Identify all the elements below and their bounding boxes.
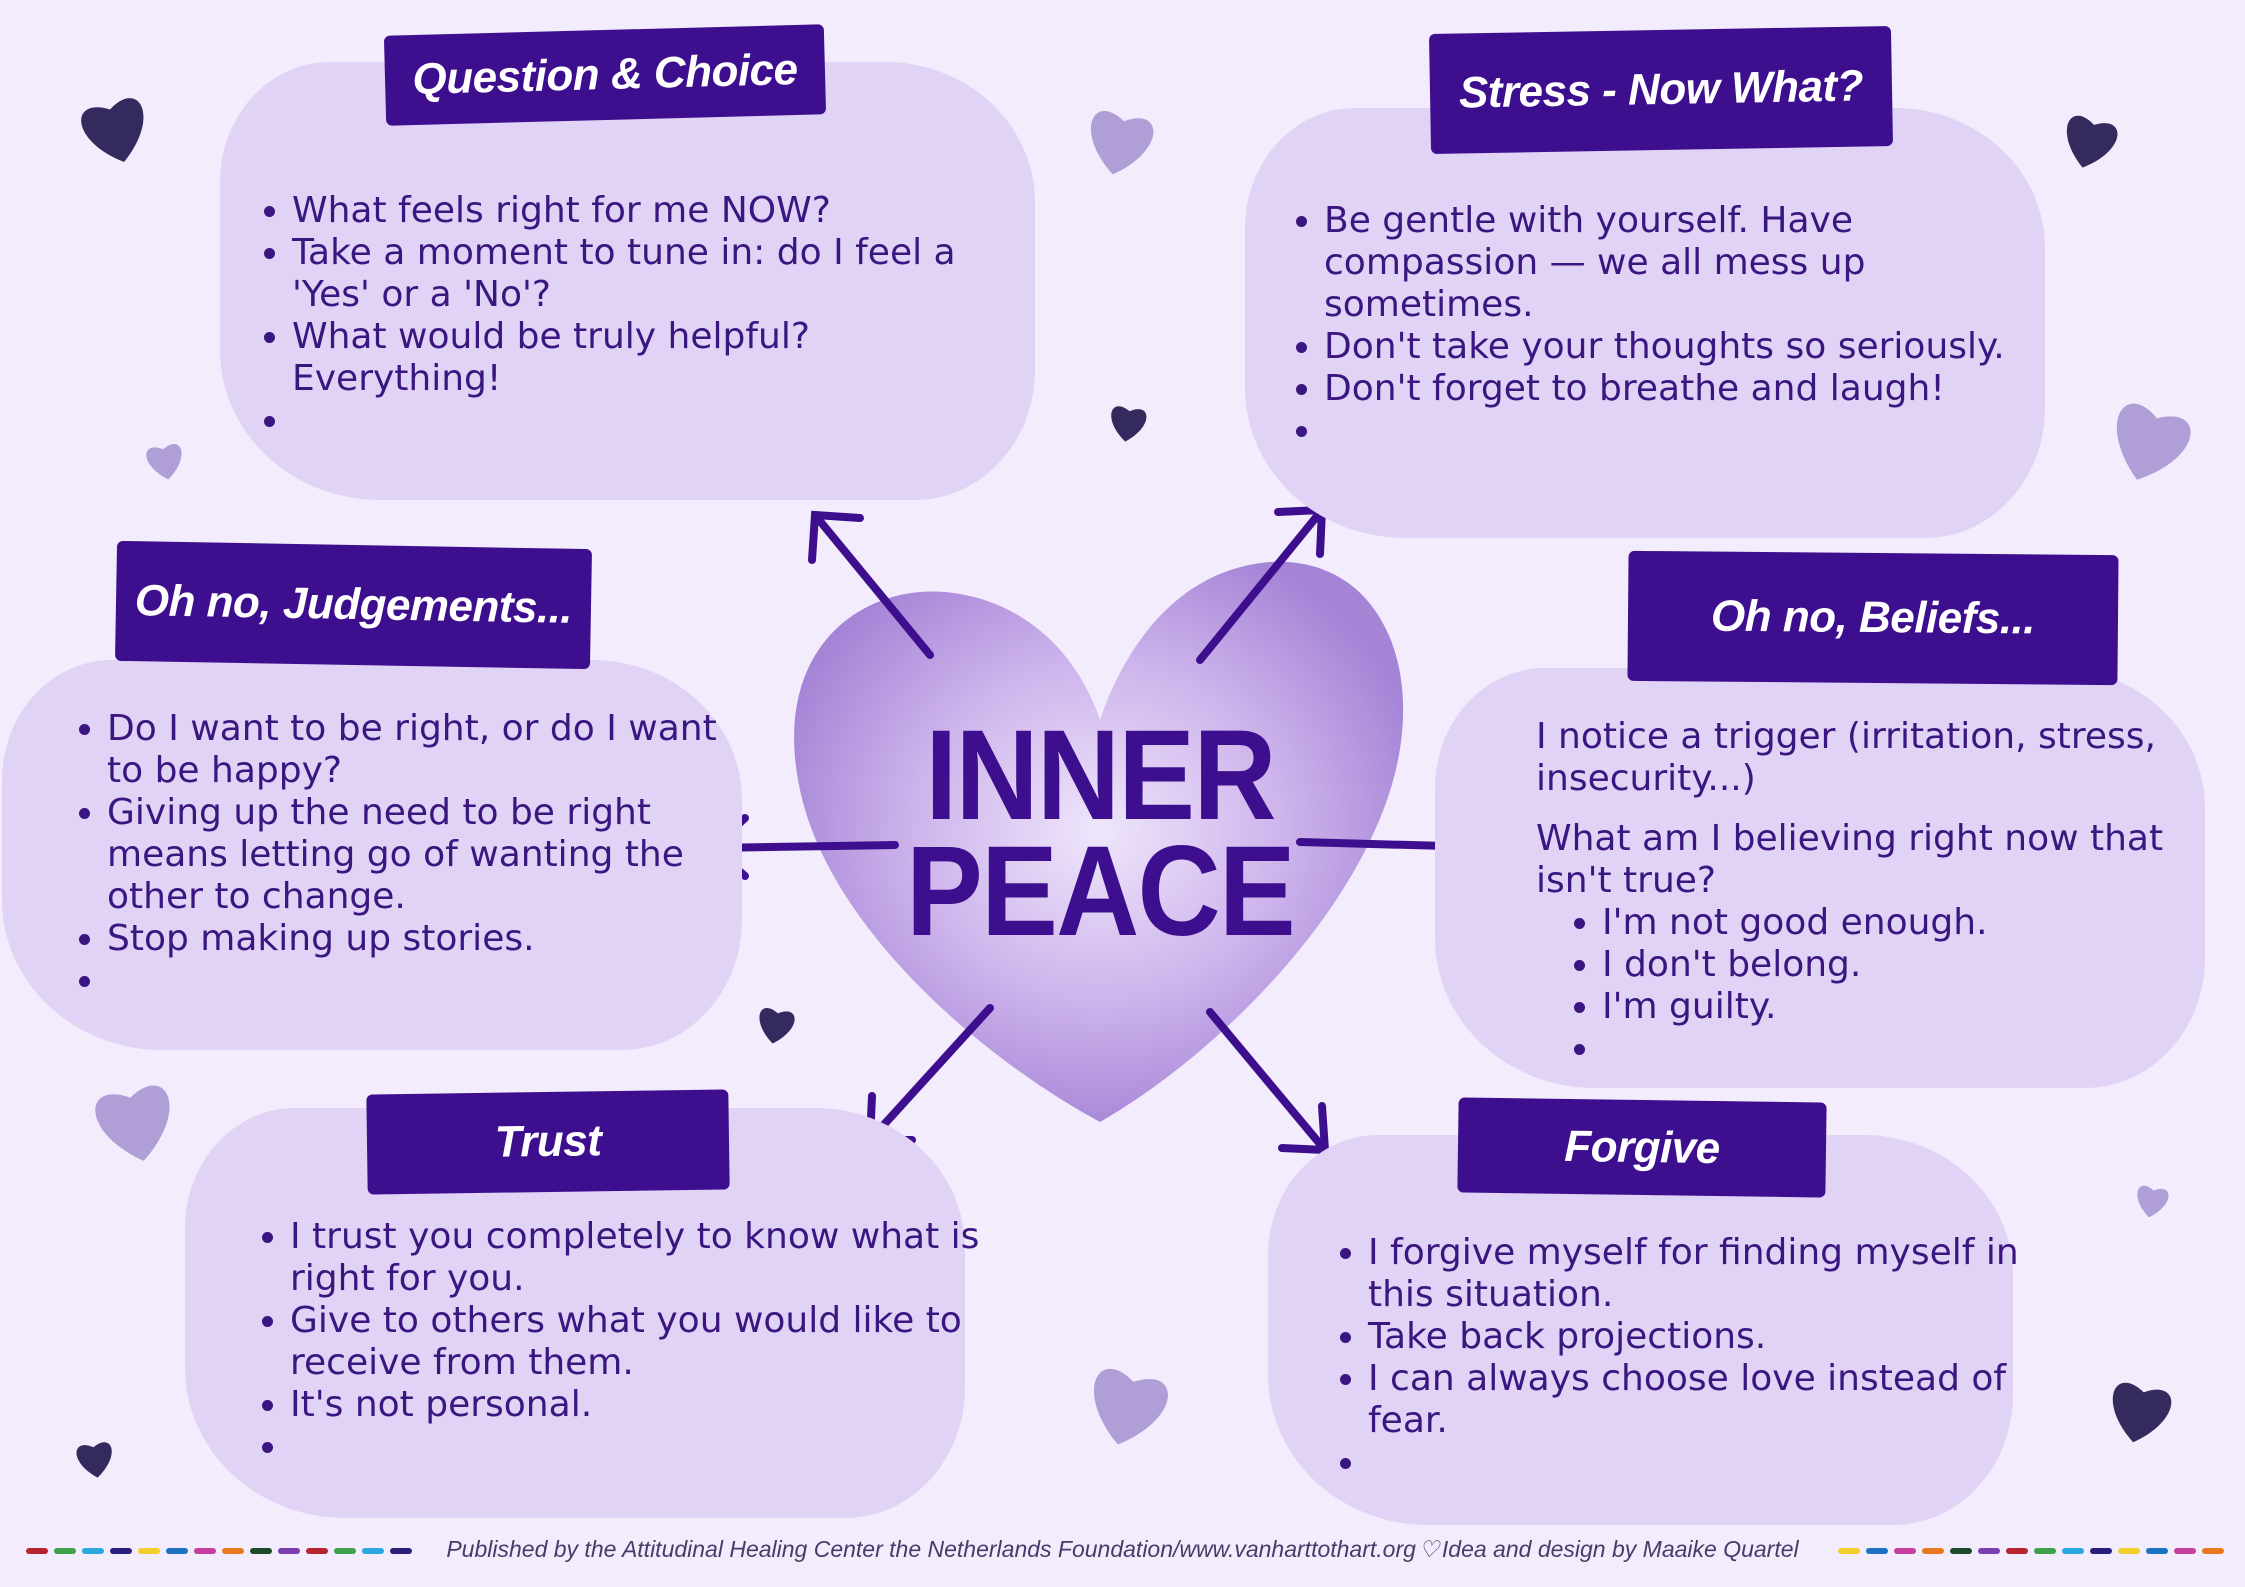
card-list: Do I want to be right, or do I want to b…: [75, 708, 717, 1002]
heart-icon: [81, 98, 144, 163]
footer: Published by the Attitudinal Healing Cen…: [0, 1536, 2245, 1563]
arrow-icon: [865, 1004, 994, 1144]
list-item: Stop making up stories.: [107, 918, 717, 960]
center-heart-icon: [794, 561, 1404, 1122]
color-dash: [1866, 1548, 1888, 1554]
list-item: Take back projections.: [1368, 1316, 2028, 1358]
heart-icon: [76, 1442, 112, 1478]
color-dash: [166, 1548, 188, 1554]
color-dash: [306, 1548, 328, 1554]
card-title: Oh no, Judgements...: [114, 540, 593, 670]
list-item: Giving up the need to be right means let…: [107, 792, 717, 918]
card-list: I forgive myself for finding myself in t…: [1336, 1232, 2028, 1484]
card-body: [220, 62, 1035, 500]
center-title-line1: INNER: [925, 704, 1276, 847]
heart-icon: [2112, 1382, 2172, 1443]
color-dash: [2174, 1548, 2196, 1554]
heart-icon: [1111, 406, 1147, 442]
list-item: Don't forget to breathe and laugh!: [1324, 368, 2064, 410]
card-list: I trust you completely to know what is r…: [258, 1216, 980, 1468]
center-title: INNER PEACE: [902, 704, 1298, 963]
color-dash: [362, 1548, 384, 1554]
color-dash: [222, 1548, 244, 1554]
card-title: Forgive: [1457, 1097, 1827, 1198]
arrow-icon: [808, 510, 934, 659]
list-item: [292, 400, 992, 442]
color-dash: [2062, 1548, 2084, 1554]
color-dash: [1978, 1548, 2000, 1554]
heart-icon: [759, 1008, 795, 1044]
list-item: [1368, 1442, 2028, 1484]
color-dash: [2118, 1548, 2140, 1554]
card-title: Stress - Now What?: [1428, 25, 1894, 155]
list-item: What feels right for me NOW?: [292, 190, 992, 232]
color-dash: [334, 1548, 356, 1554]
color-dash-strip: [26, 1548, 412, 1554]
arrow-icon: [1206, 1008, 1330, 1155]
color-dash: [2034, 1548, 2056, 1554]
footer-publisher: Published by the Attitudinal Healing Cen…: [446, 1536, 1416, 1562]
color-dash: [110, 1548, 132, 1554]
list-item: I'm guilty.: [1602, 986, 2162, 1028]
color-dash: [250, 1548, 272, 1554]
list-item: [107, 960, 717, 1002]
list-item: I trust you completely to know what is r…: [290, 1216, 980, 1300]
color-dash: [278, 1548, 300, 1554]
list-item: I'm not good enough.: [1602, 902, 2162, 944]
card-list: What feels right for me NOW? Take a mome…: [260, 190, 992, 442]
list-item: It's not personal.: [290, 1384, 980, 1426]
card-title: Oh no, Beliefs...: [1627, 550, 2119, 686]
heart-icon: [2116, 403, 2191, 480]
list-item: Do I want to be right, or do I want to b…: [107, 708, 717, 792]
color-dash: [390, 1548, 412, 1554]
paragraph: I notice a trigger (irritation, stress, …: [1536, 716, 2156, 799]
color-dash: [2006, 1548, 2028, 1554]
color-dash: [1838, 1548, 1860, 1554]
paragraph: What am I believing right now that isn't…: [1536, 818, 2164, 901]
list-item: Be gentle with yourself. Have compassion…: [1324, 200, 2064, 326]
color-dash: [1950, 1548, 1972, 1554]
color-dash: [2090, 1548, 2112, 1554]
card-title: Trust: [366, 1089, 730, 1195]
list-item: I don't belong.: [1602, 944, 2162, 986]
heart-icon: [95, 1085, 170, 1161]
card-list: I'm not good enough. I don't belong. I'm…: [1570, 902, 2162, 1070]
list-item: [1602, 1028, 2162, 1070]
card-body: [1435, 668, 2205, 1088]
list-item: Don't take your thoughts so seriously.: [1324, 326, 2064, 368]
card-body: [1268, 1135, 2013, 1525]
heart-icon: [1094, 1369, 1168, 1445]
color-dash: [138, 1548, 160, 1554]
heart-outline-icon: ♡: [1418, 1536, 1440, 1562]
color-dash: [26, 1548, 48, 1554]
color-dash: [1894, 1548, 1916, 1554]
list-item: [1324, 410, 2064, 452]
color-dash: [54, 1548, 76, 1554]
center-title-line2: PEACE: [906, 820, 1296, 963]
color-dash: [2202, 1548, 2224, 1554]
list-item: What would be truly helpful? Everything!: [292, 316, 992, 400]
color-dash: [194, 1548, 216, 1554]
card-list: Be gentle with yourself. Have compassion…: [1292, 200, 2064, 452]
heart-icon: [2066, 115, 2118, 168]
heart-icon: [2137, 1185, 2169, 1218]
list-item: [290, 1426, 980, 1468]
color-dash-strip: [1838, 1548, 2224, 1554]
card-title: Question & Choice: [383, 24, 827, 126]
color-dash: [1922, 1548, 1944, 1554]
card-body: [2, 660, 742, 1050]
list-item: Give to others what you would like to re…: [290, 1300, 980, 1384]
color-dash: [82, 1548, 104, 1554]
card-body: [1245, 108, 2045, 538]
footer-credit: Idea and design by Maaike Quartel: [1441, 1536, 1799, 1562]
heart-icon: [146, 444, 182, 480]
list-item: Take a moment to tune in: do I feel a 'Y…: [292, 232, 992, 316]
heart-icon: [1090, 110, 1154, 175]
list-item: I forgive myself for finding myself in t…: [1368, 1232, 2028, 1316]
color-dash: [2146, 1548, 2168, 1554]
list-item: I can always choose love instead of fear…: [1368, 1358, 2028, 1442]
